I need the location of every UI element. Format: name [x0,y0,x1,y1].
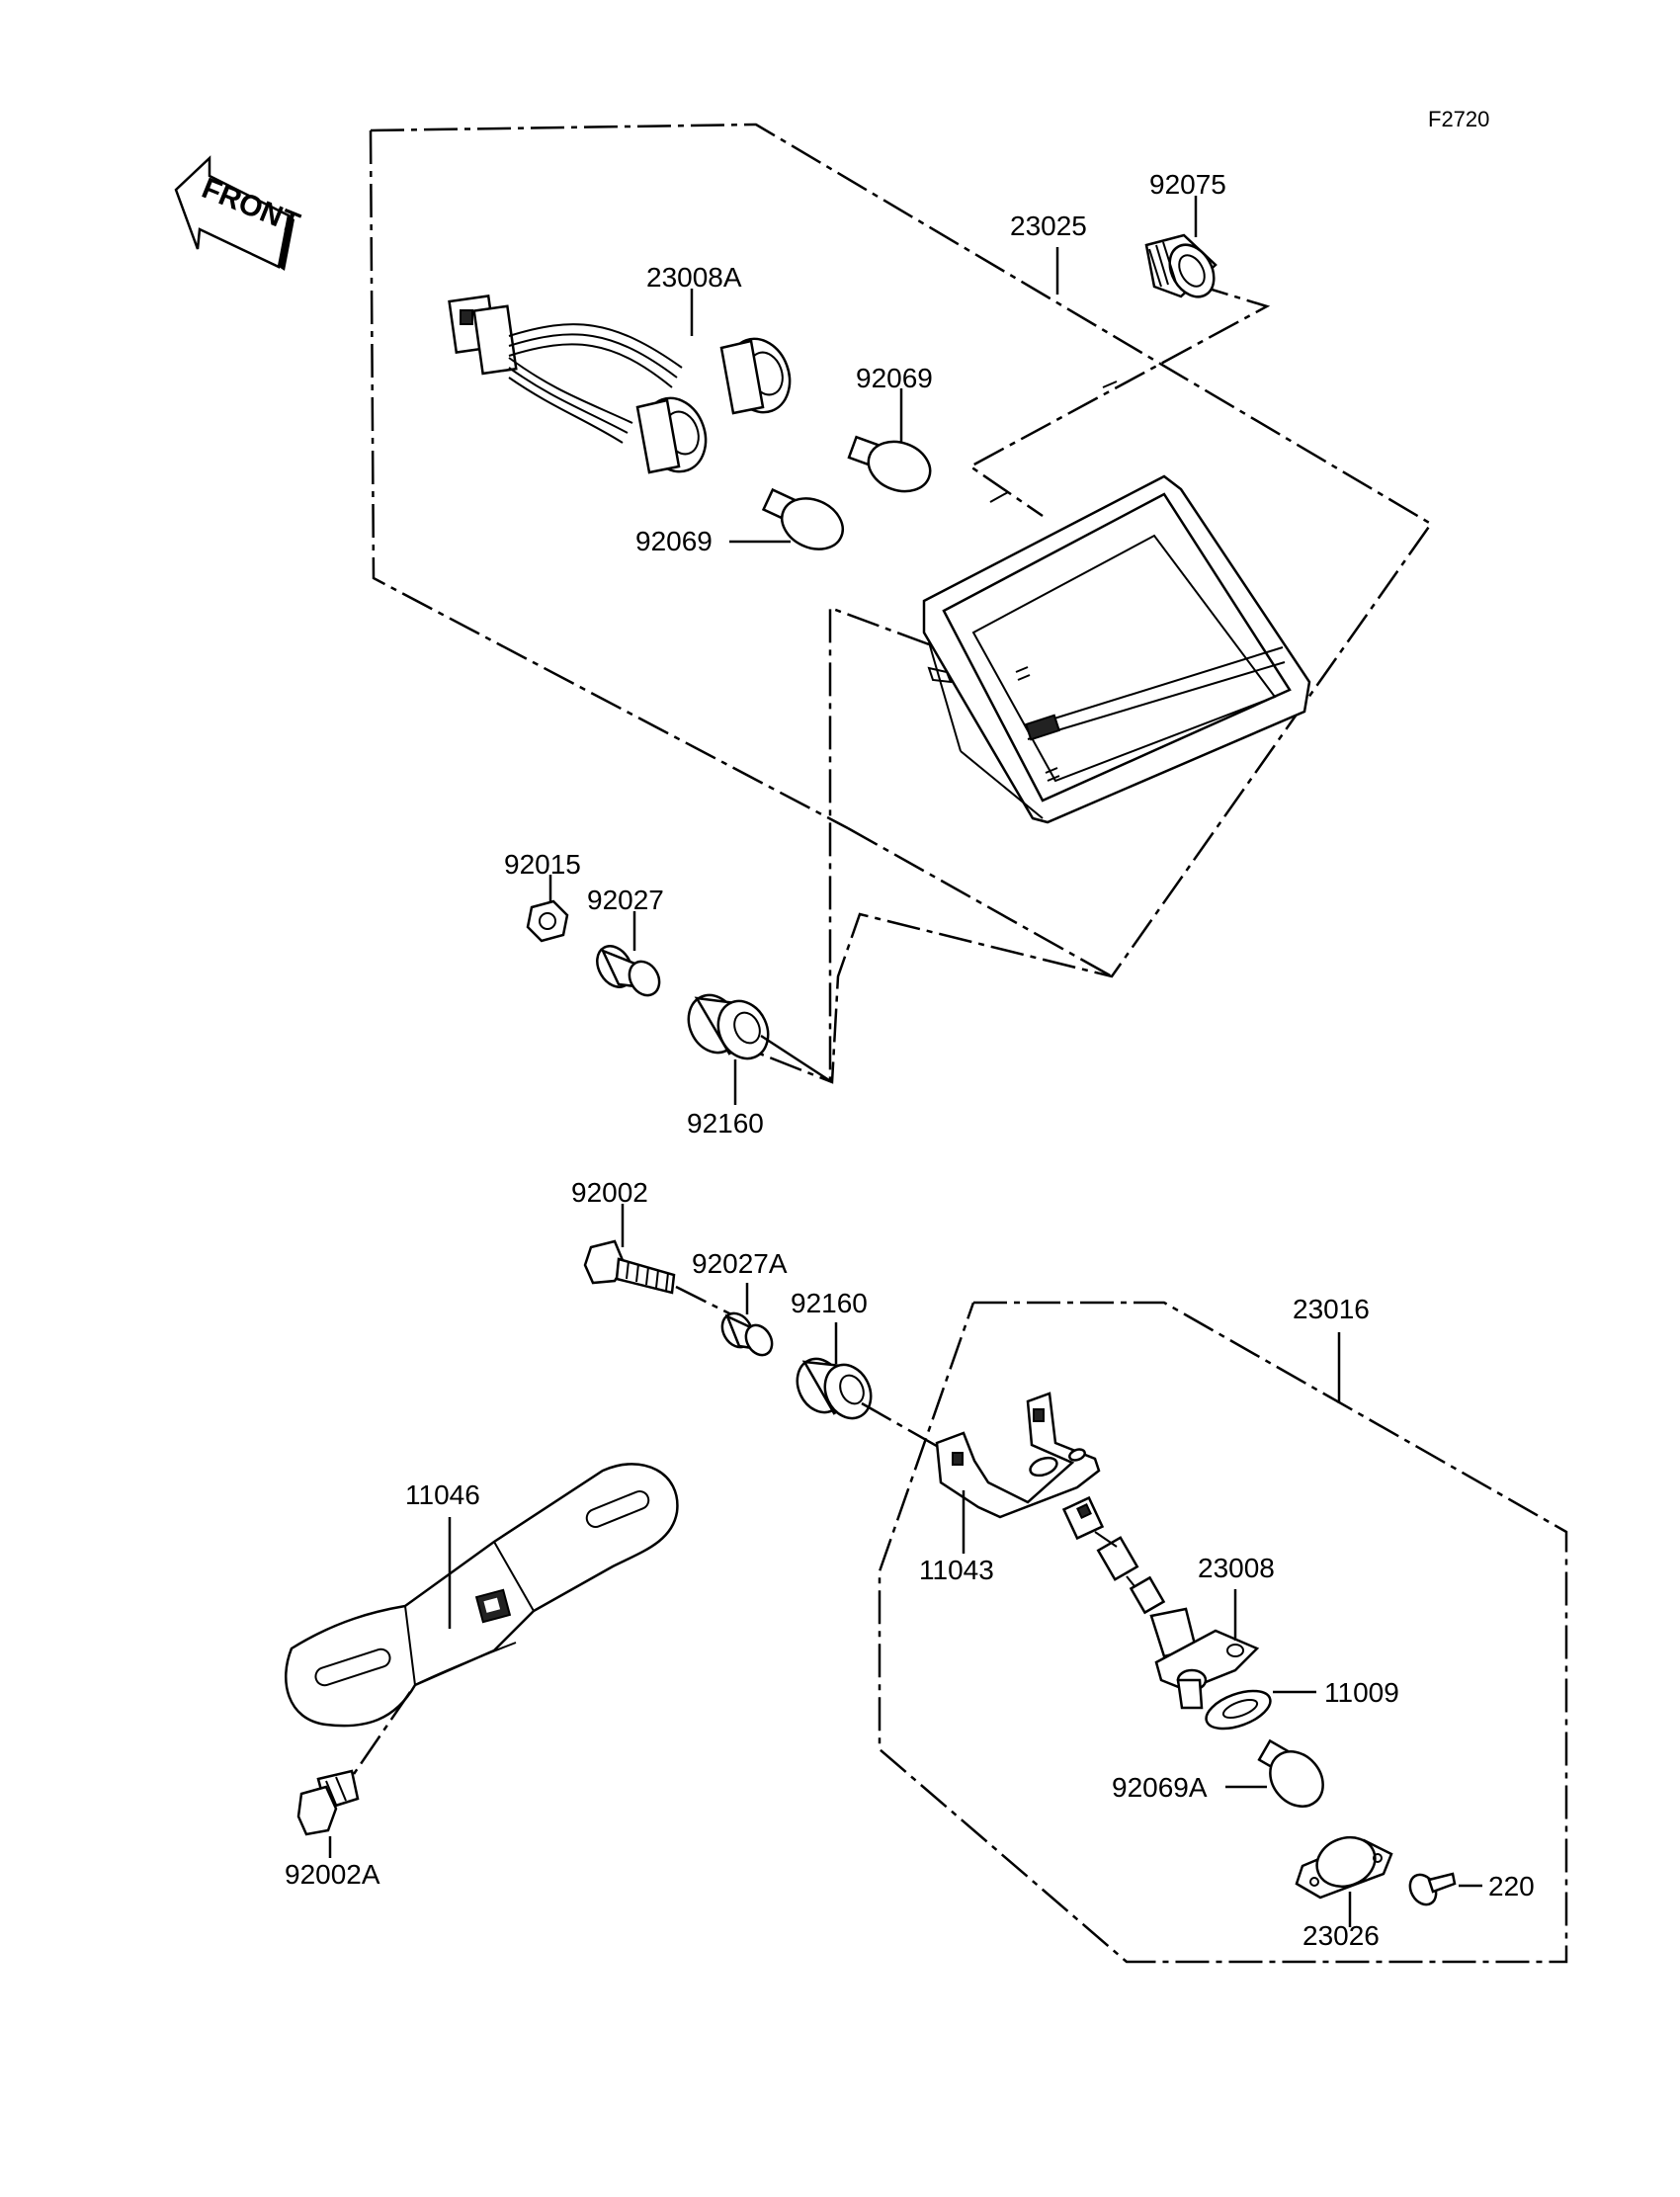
part-23026-lens [1295,1835,1393,1900]
part-92069A-bulb [1257,1738,1324,1808]
part-92002-bolt [583,1239,676,1295]
part-label-92075: 92075 [1149,169,1226,200]
taillight-assembly-outline [370,123,1433,1084]
license-light-assembly-outline [878,1301,1568,1964]
part-taillight-lens [922,380,1311,824]
part-92075-grommet [1144,233,1218,298]
figure-code: F2720 [1428,107,1489,131]
part-92069-bulb-bottom [761,487,844,550]
part-220-screw [1408,1872,1457,1906]
part-11046-bracket [285,1463,679,1728]
part-label-92069-top: 92069 [856,363,933,393]
part-label-23008A: 23008A [646,262,742,293]
taillight-assembly-outline-left [369,129,849,830]
part-label-92160-bottom: 92160 [791,1288,868,1318]
part-label-11043: 11043 [919,1555,994,1585]
part-label-92160-top: 92160 [687,1108,764,1139]
part-label-92002: 92002 [571,1177,648,1208]
grommet-bottom-guide [861,1401,950,1455]
bulb-guide-line [967,283,1271,518]
bolt-guide [675,1285,732,1316]
grommet-top-guide [760,1034,833,1084]
part-92027-collar [596,945,661,997]
part-label-92069-bottom: 92069 [635,526,713,556]
part-label-11009: 11009 [1324,1677,1399,1708]
part-92002A-bolt [296,1769,360,1836]
part-label-92027A: 92027A [692,1248,788,1279]
part-92160-grommet-bottom [796,1357,873,1420]
taillight-assembly-outline-lower [847,826,1113,978]
part-label-23026: 23026 [1302,1920,1380,1951]
part-label-92069A: 92069A [1112,1772,1208,1803]
part-label-23008: 23008 [1198,1553,1275,1583]
part-label-23016: 23016 [1293,1294,1370,1324]
part-label-23025: 23025 [1010,211,1087,241]
part-92069-bulb-top [847,435,932,493]
part-label-92002A: 92002A [285,1859,380,1890]
part-92160-grommet-top [687,993,770,1060]
part-label-11046: 11046 [405,1479,480,1510]
part-label-92015: 92015 [504,849,581,880]
part-92015-nut [526,899,569,943]
part-label-92027: 92027 [587,885,664,915]
part-11009-gasket [1205,1689,1272,1731]
part-label-220: 220 [1488,1871,1535,1901]
part-92027A-collar [720,1311,774,1357]
bracket-bolt-guide [352,1691,412,1775]
part-23008-socket [1061,1495,1260,1710]
front-arrow-icon: FRONT [174,155,304,271]
part-11043-bracket [935,1392,1101,1519]
grommet-guide-line [828,606,930,1082]
part-23008A-wiring-harness [448,295,792,474]
